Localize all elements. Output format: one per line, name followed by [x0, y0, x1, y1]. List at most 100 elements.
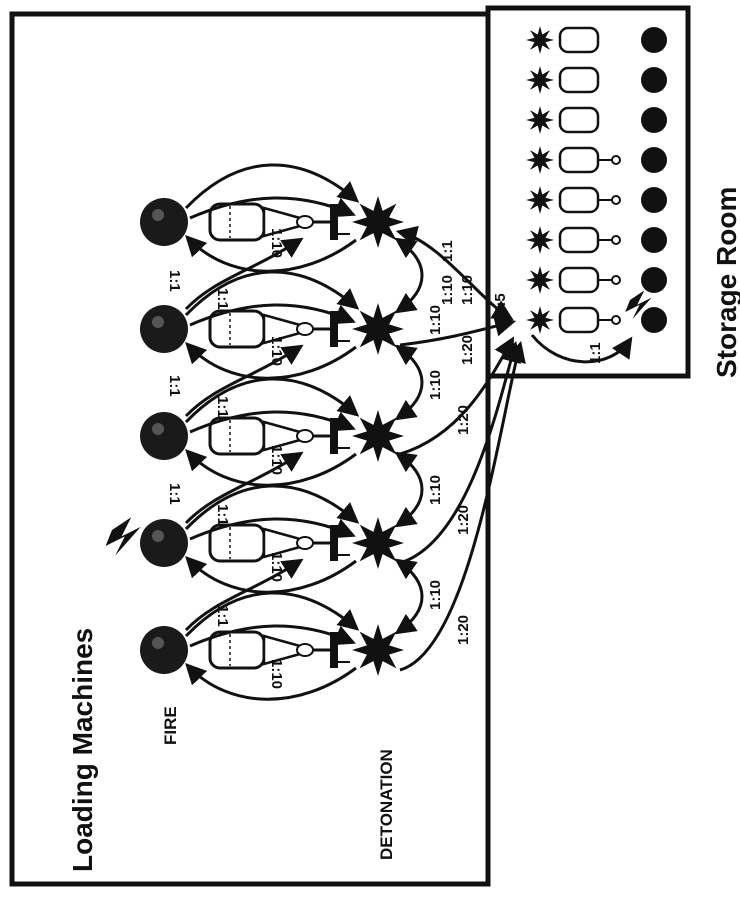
- detonator-star-icon: [526, 66, 554, 94]
- storage-item: [526, 306, 667, 334]
- stored-fuze-icon: [611, 235, 621, 245]
- propagation-arrow: [189, 410, 356, 434]
- ratio-label: 1:20: [455, 615, 472, 645]
- stored-container-icon: [558, 226, 600, 254]
- propagation-arrow: [185, 234, 357, 273]
- stored-container-icon: [558, 306, 600, 334]
- powder-container-icon: [208, 630, 266, 670]
- propagation-arrow: [189, 624, 356, 648]
- storage-item: [526, 266, 667, 294]
- propagation-arrow: [184, 451, 304, 525]
- ratio-label: 1:10: [268, 228, 285, 258]
- loading-machine: [140, 517, 404, 569]
- stored-ball-icon: [641, 307, 667, 333]
- stored-ball-icon: [641, 67, 667, 93]
- detonator-star-icon: [526, 106, 554, 134]
- propagation-arrow: [189, 196, 356, 220]
- ratio-label: 1:1: [166, 375, 183, 397]
- propagation-arrow: [184, 558, 304, 632]
- propagation-arrow: [399, 336, 515, 456]
- powder-container-icon: [208, 202, 266, 242]
- ratio-label: 1:1: [587, 342, 604, 364]
- press-plate: [330, 525, 338, 561]
- detonation-star-icon: [352, 410, 404, 462]
- lightning-bolt-icon: [105, 517, 141, 556]
- propagation-arrow: [184, 484, 360, 531]
- fuze-icon: [296, 322, 314, 336]
- ratio-label: 1:10: [268, 445, 285, 475]
- storage-item: [526, 66, 667, 94]
- ratio-label: 1:1: [166, 270, 183, 292]
- propagation-arrow: [185, 662, 357, 701]
- powder-container-icon: [208, 523, 266, 563]
- stored-ball-icon: [641, 227, 667, 253]
- stored-container-icon: [558, 266, 600, 294]
- fire-row-label: FIRE: [161, 706, 180, 745]
- ratio-labels: 1:10 1:10 1:10 1:10 1:10 1:1 1:1 1:1 1:1…: [166, 228, 604, 689]
- propagation-arrow: [394, 451, 424, 528]
- storage-item: [526, 186, 667, 214]
- stored-ball-icon: [641, 27, 667, 53]
- ratio-label: 1:10: [268, 336, 285, 366]
- loading-machine: [140, 624, 404, 676]
- stored-container-icon: [558, 146, 600, 174]
- press-plate: [330, 632, 338, 668]
- propagation-arrow: [184, 270, 360, 317]
- storage-item: [526, 226, 667, 254]
- press-plate: [330, 311, 338, 347]
- stored-fuze-icon: [611, 155, 621, 165]
- loading-machine: [140, 196, 404, 248]
- detonator-star-icon: [526, 26, 554, 54]
- storage-item: [526, 106, 667, 134]
- ratio-label: 1:1: [214, 504, 231, 526]
- detonator-star-icon: [526, 266, 554, 294]
- detonation-star-icon: [352, 517, 404, 569]
- propagation-arrow: [394, 558, 424, 635]
- stored-fuze-icon: [611, 195, 621, 205]
- propagation-arrow: [399, 315, 517, 347]
- stored-ball-icon: [641, 187, 667, 213]
- propagation-arrow: [394, 344, 424, 421]
- ratio-label: 1:10: [459, 275, 476, 305]
- ratio-label: 1:20: [459, 335, 476, 365]
- fire-ball-icon: [140, 198, 188, 246]
- ratio-label: 1:10: [439, 275, 456, 305]
- propagation-arrow: [184, 377, 360, 424]
- fire-ball-highlight: [152, 637, 164, 649]
- storage-item: [526, 26, 667, 54]
- propagation-arrow: [399, 340, 526, 672]
- ratio-label: 1:10: [427, 475, 444, 505]
- stored-fuze-icon: [611, 315, 621, 325]
- fire-ball-icon: [140, 519, 188, 567]
- storage-item: [526, 146, 667, 174]
- press-plate: [330, 204, 338, 240]
- lightning-bolt-icon: [625, 290, 652, 320]
- detonation-star-icon: [352, 624, 404, 676]
- detonator-star-icon: [526, 186, 554, 214]
- fuze-icon: [296, 536, 314, 550]
- storage-items: [526, 26, 667, 334]
- ratio-label: 1:20: [455, 505, 472, 535]
- propagation-arrow: [184, 344, 304, 418]
- loading-machines-room: [9, 11, 491, 887]
- detonation-star-icon: [352, 196, 404, 248]
- stored-ball-icon: [641, 107, 667, 133]
- ratio-label: 1:10: [268, 659, 285, 689]
- stored-ball-icon: [641, 267, 667, 293]
- ratio-label: 1:1: [214, 605, 231, 627]
- loading-machines-title: Loading Machines: [67, 628, 98, 872]
- fuze-icon: [296, 215, 314, 229]
- propagation-arrow: [189, 517, 356, 541]
- ratio-label: 1:10: [427, 305, 444, 335]
- propagation-arrow: [189, 303, 356, 327]
- storage-room-title: Storage Room: [711, 187, 740, 378]
- ratio-label: 1:1: [214, 288, 231, 310]
- fire-ball-icon: [140, 305, 188, 353]
- fire-ball-highlight: [152, 423, 164, 435]
- stored-container-icon: [558, 26, 600, 54]
- ratio-label: 1:10: [427, 370, 444, 400]
- ratio-label: 1:10: [268, 552, 285, 582]
- ratio-label: 1:1: [214, 396, 231, 418]
- propagation-arrows: [184, 163, 633, 701]
